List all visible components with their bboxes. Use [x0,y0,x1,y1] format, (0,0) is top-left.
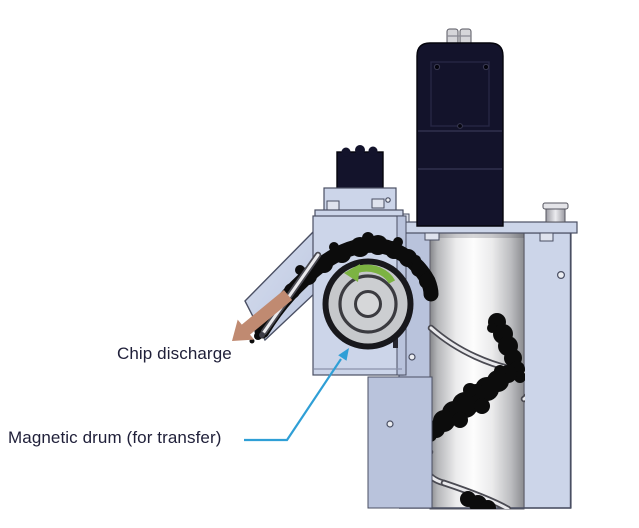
panel-screw [408,353,416,361]
plate-tab [424,232,440,241]
column-right-panel [523,232,572,509]
drum-motor [336,145,384,193]
bracket-screw [385,197,391,203]
magnetic-drum-label: Magnetic drum (for transfer) [8,428,222,447]
drum-leader-line [244,348,349,442]
plate-tab [539,232,554,242]
panel-screw [556,271,565,280]
chip-discharge-label: Chip discharge [117,344,232,363]
cylinder-top-shadow [430,233,524,238]
magnetic-drum [322,258,414,350]
mount-bolt [542,202,569,223]
motor-screw [482,63,490,71]
motor-screw [433,63,441,71]
housing-lower-panel [367,376,433,509]
chute-scraper-strip [259,251,322,338]
discharge-arrow-icon [232,290,293,341]
leader-arrowhead [338,348,349,361]
chip-clusters [427,313,525,509]
motor-body [416,42,504,227]
motor-screw [457,123,463,129]
rotation-arrow-icon [344,264,396,284]
bracket-bolt [326,200,340,211]
panel-screw [386,420,394,428]
bracket-bolt [371,198,385,209]
main-drive-motor [416,28,504,227]
